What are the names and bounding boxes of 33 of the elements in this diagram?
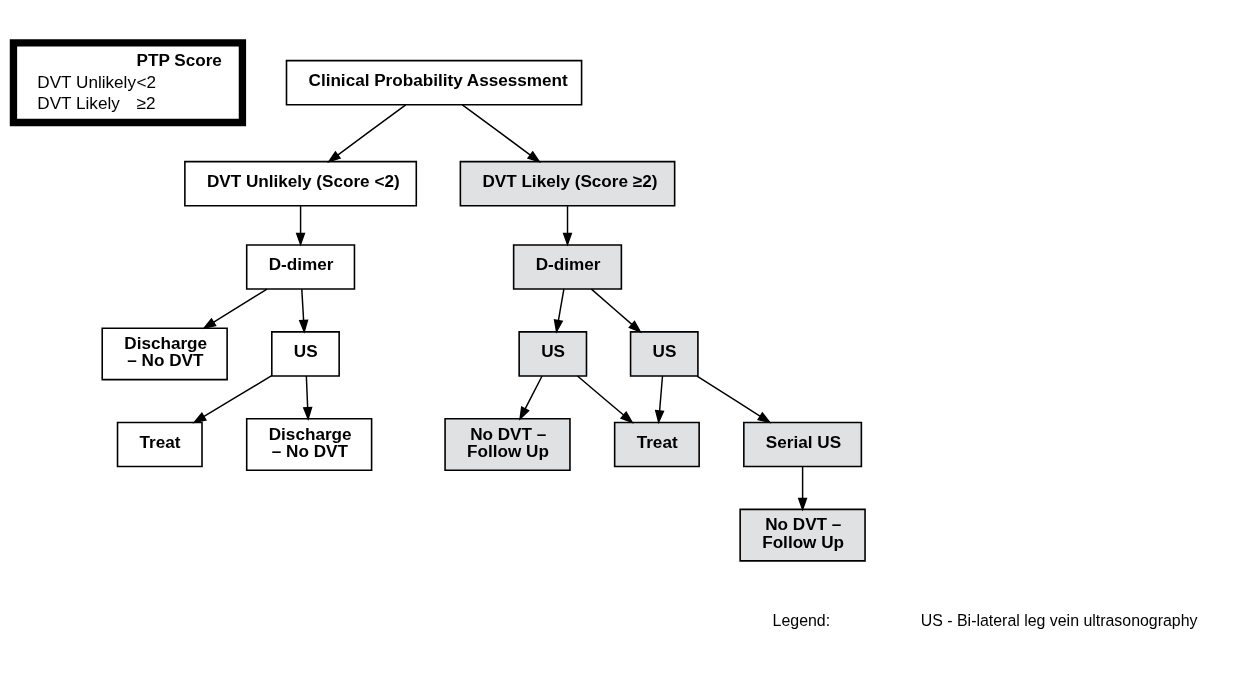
node-box: US (518, 330, 588, 377)
arrow (576, 374, 634, 424)
arrow (461, 103, 542, 163)
node-box: No DVT – Follow Up (444, 417, 571, 471)
arrow (553, 287, 565, 334)
arrow (696, 374, 772, 423)
arrow (797, 465, 808, 512)
node-box: Clinical Probability Assessment (285, 59, 583, 106)
node-box: US (271, 330, 340, 377)
node-box: Discharge – No DVT (245, 417, 373, 471)
label: Legend: (772, 611, 831, 629)
node-box: D-dimer (245, 243, 356, 290)
node-box: PTP Score DVT Unlikely<2 DVT Likely ≥2 (9, 38, 247, 126)
node-box: D-dimer (512, 243, 623, 290)
node-box: Treat (613, 421, 700, 467)
arrow (327, 103, 407, 163)
node-box: Treat (116, 421, 203, 467)
arrow (519, 374, 543, 421)
node-box: DVT Unlikely (Score <2) (184, 160, 418, 207)
node-box: DVT Likely (Score ≥2) (459, 160, 676, 207)
node-box: US (629, 330, 699, 377)
label: US - Bi-lateral leg vein ultrasonography (920, 611, 1198, 629)
arrow (562, 204, 573, 247)
node-box: No DVT – Follow Up (739, 508, 866, 562)
arrow (302, 374, 313, 421)
arrow (654, 374, 665, 424)
arrow (192, 374, 273, 423)
arrow (202, 287, 268, 329)
node-box: Discharge – No DVT (101, 326, 228, 380)
node-box: Serial US (743, 421, 863, 467)
arrow (298, 287, 309, 334)
arrow (590, 287, 642, 333)
arrow (295, 204, 306, 247)
